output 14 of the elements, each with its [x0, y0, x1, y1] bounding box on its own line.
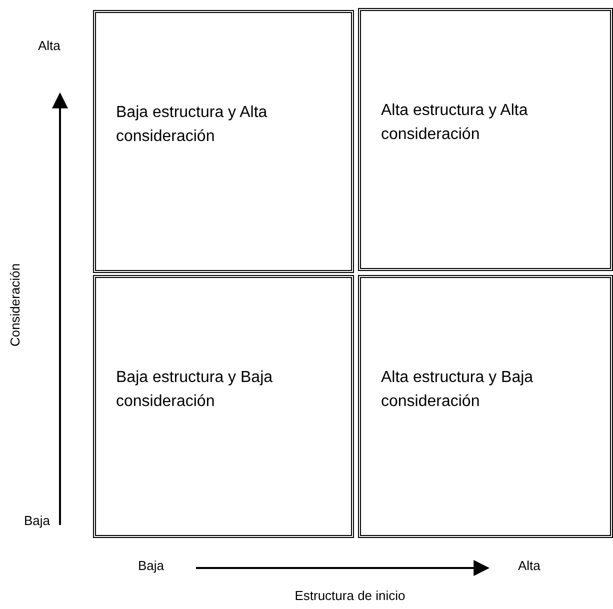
quadrant-label: Baja estructura y Baja consideración — [116, 368, 274, 412]
axis-end-label: Alta — [518, 558, 540, 573]
quadrant-label: Alta estructura y Baja consideración — [381, 368, 534, 412]
quadrant-box — [358, 275, 613, 538]
quadrant-box — [93, 275, 354, 538]
quadrant-label: Baja estructura y Alta consideración — [116, 103, 268, 147]
axis-title: Estructura de inicio — [294, 588, 406, 603]
quadrant-box — [93, 10, 354, 273]
axis-end-label: Alta — [38, 38, 60, 53]
axis-end-label: Baja — [138, 558, 164, 573]
axis-end-label: Baja — [24, 513, 50, 528]
quadrant-label: Alta estructura y Alta consideración — [381, 101, 529, 145]
axis-title: Consideración — [8, 263, 22, 347]
quadrant-box — [358, 8, 613, 271]
